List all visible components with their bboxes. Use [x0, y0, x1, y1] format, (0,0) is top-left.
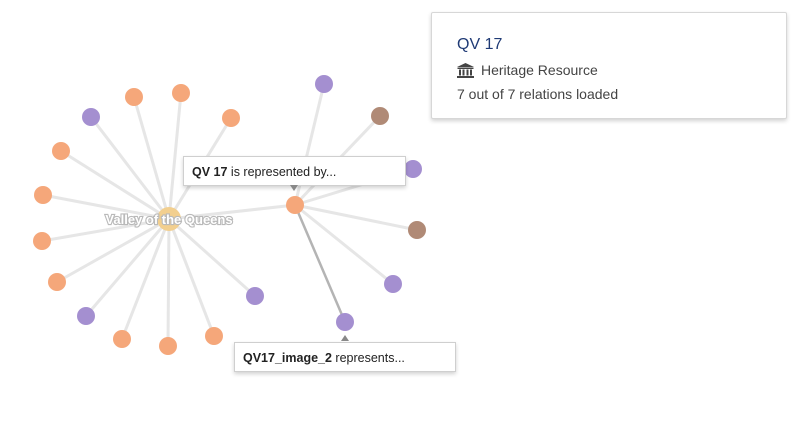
graph-edge [60, 149, 170, 221]
tooltip-arrow [341, 335, 349, 341]
graph-node-orange[interactable] [222, 109, 240, 127]
graph-node-purple[interactable] [77, 307, 95, 325]
relations-count: 7 out of 7 relations loaded [457, 86, 619, 102]
resource-type: Heritage Resource [457, 61, 786, 79]
hub-node-label: Valley of the Queens [105, 212, 232, 227]
graph-node-purple[interactable] [246, 287, 264, 305]
graph-node-orange[interactable] [34, 186, 52, 204]
resource-info-card: QV 17 Heritage Resource 7 out of 7 relat… [431, 12, 787, 119]
graph-node-orange[interactable] [52, 142, 70, 160]
graph-nodes[interactable] [33, 75, 426, 355]
graph-edge [84, 218, 171, 317]
graph-node-orange[interactable] [33, 232, 51, 250]
graph-edge [167, 218, 216, 337]
graph-edge [294, 203, 418, 232]
graph-edge [56, 217, 170, 284]
graph-edge [42, 193, 170, 221]
resource-title[interactable]: QV 17 [457, 36, 503, 53]
graph-edge [167, 92, 183, 220]
museum-icon [457, 62, 474, 78]
tooltip-text: represents... [331, 351, 405, 365]
tooltip-arrow [290, 185, 298, 191]
represents-tooltip: QV17_image_2 represents... [234, 335, 456, 372]
graph-node-orange[interactable] [159, 337, 177, 355]
tooltip-text: is represented by... [227, 165, 337, 179]
graph-node-orange[interactable] [48, 273, 66, 291]
tooltip-subject: QV17_image_2 [243, 351, 332, 365]
graph-edge [293, 83, 326, 206]
graph-node-orange[interactable] [172, 84, 190, 102]
graph-edge [89, 116, 171, 220]
graph-edge [166, 218, 171, 347]
graph-edges [41, 83, 418, 347]
graph-node-purple[interactable] [82, 108, 100, 126]
hub-node[interactable] [157, 207, 181, 231]
graph-edge [41, 217, 170, 243]
selected-node-qv17[interactable] [286, 196, 304, 214]
graph-node-purple[interactable] [384, 275, 402, 293]
graph-edge [120, 218, 171, 340]
graph-edge [294, 203, 394, 286]
resource-type-label: Heritage Resource [481, 62, 598, 78]
graph-edge [168, 203, 296, 221]
graph-node-purple[interactable] [404, 160, 422, 178]
selected-node-image[interactable] [336, 313, 354, 331]
tooltip-subject: QV 17 [192, 165, 228, 179]
graph-node-purple[interactable] [315, 75, 333, 93]
graph-node-brown[interactable] [371, 107, 389, 125]
graph-edge [132, 96, 171, 220]
graph-edge [167, 217, 257, 298]
graph-node-orange[interactable] [125, 88, 143, 106]
graph-node-brown[interactable] [408, 221, 426, 239]
graph-node-orange[interactable] [205, 327, 223, 345]
selected-relation-edge [293, 204, 347, 323]
represented-by-tooltip: QV 17 is represented by... [183, 156, 406, 191]
graph-node-orange[interactable] [113, 330, 131, 348]
